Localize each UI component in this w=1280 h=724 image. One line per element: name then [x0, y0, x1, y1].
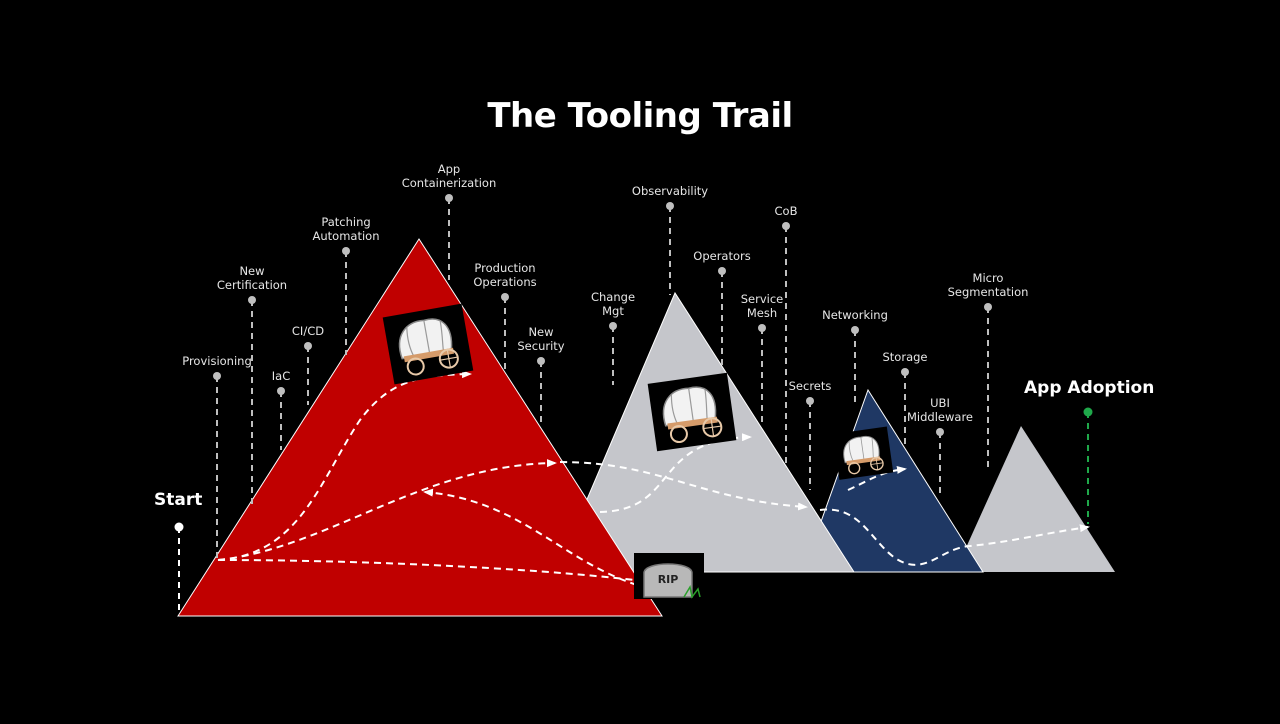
trail-path-middle [217, 459, 557, 561]
milestone-label: App Containerization [401, 162, 497, 190]
milestone-label: Patching Automation [312, 215, 380, 243]
milestone-marker [213, 372, 221, 380]
milestone-marker [501, 293, 509, 301]
covered-wagon-icon [832, 426, 894, 480]
milestone-label: Networking [822, 308, 888, 322]
milestone-label: Service Mesh [740, 292, 784, 320]
milestone-marker [718, 267, 726, 275]
milestone-label: Provisioning [182, 354, 252, 368]
milestone-label: CI/CD [291, 324, 325, 338]
milestone-label: UBI Middleware [907, 396, 973, 424]
end-marker [1083, 407, 1093, 417]
page-title: The Tooling Trail [487, 96, 793, 136]
milestone-label: Secrets [788, 379, 832, 393]
milestone-marker [984, 303, 992, 311]
trail-path-detour [423, 488, 638, 586]
milestone-label: Observability [631, 184, 709, 198]
trail-path-cross [559, 461, 808, 511]
milestone-label: CoB [774, 204, 798, 218]
milestone-marker [806, 397, 814, 405]
start-marker [174, 522, 184, 532]
milestone-label: Micro Segmentation [947, 271, 1029, 299]
trail-paths [217, 370, 1090, 586]
milestone-marker [277, 387, 285, 395]
app-adoption-label: App Adoption [1024, 378, 1155, 398]
milestone-marker [342, 247, 350, 255]
tombstone-icon: RIP [634, 553, 704, 599]
milestone-marker [666, 202, 674, 210]
milestone-marker [782, 222, 790, 230]
mountain-navy [802, 388, 984, 573]
milestone-marker [445, 194, 453, 202]
trail-path-lower [217, 559, 651, 583]
milestone-marker [936, 428, 944, 436]
trail-path-up [217, 370, 472, 561]
mountain-grey-small [955, 426, 1115, 572]
covered-wagon-icon [647, 372, 737, 452]
milestone-label: New Certification [216, 264, 288, 292]
milestone-label: Change Mgt [590, 290, 636, 318]
milestone-label: Storage [882, 350, 928, 364]
milestone-label: IaC [271, 369, 291, 383]
milestone-marker [609, 322, 617, 330]
mountain-red [177, 238, 663, 617]
milestone-marker [851, 326, 859, 334]
milestone-marker [901, 368, 909, 376]
milestone-marker [537, 357, 545, 365]
milestone-label: New Security [517, 325, 565, 353]
milestone-poles [213, 194, 992, 560]
trail-path-final [819, 508, 1090, 566]
milestone-marker [758, 324, 766, 332]
covered-wagon-icon [382, 303, 474, 385]
milestone-marker [304, 342, 312, 350]
trail-path-navy-up [847, 465, 907, 491]
tombstone-text: RIP [658, 573, 679, 586]
trail-path-grey-up [599, 433, 752, 513]
milestone-label: Operators [693, 249, 751, 263]
milestone-label: Production Operations [473, 261, 537, 289]
start-label: Start [154, 490, 203, 510]
milestone-marker [248, 296, 256, 304]
